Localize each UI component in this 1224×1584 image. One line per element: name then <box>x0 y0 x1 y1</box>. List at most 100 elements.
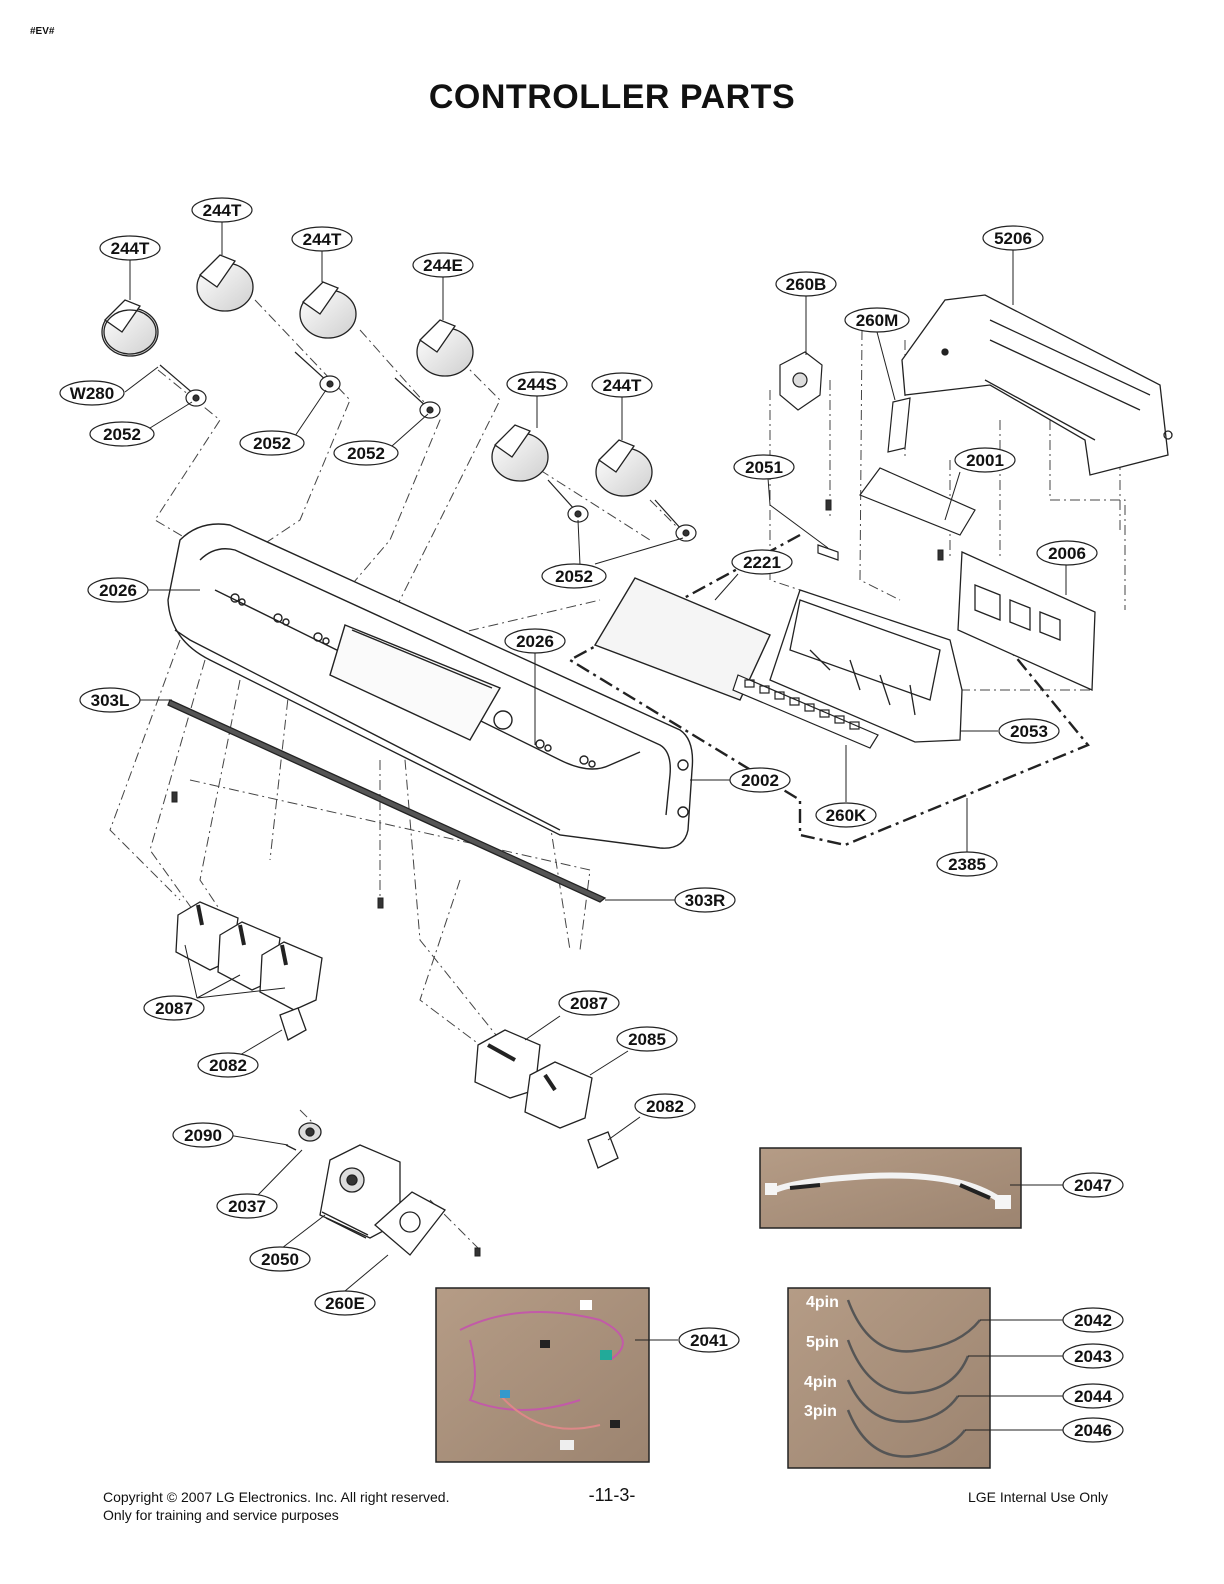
shield-plate <box>859 467 976 536</box>
svg-text:2052: 2052 <box>103 425 141 444</box>
callout-244t-2: 244T <box>99 235 161 261</box>
internal-use-notice: LGE Internal Use Only <box>967 1489 1108 1505</box>
svg-text:2087: 2087 <box>155 999 193 1018</box>
svg-text:2221: 2221 <box>743 553 781 572</box>
callout-2052-2: 2052 <box>239 430 305 456</box>
training-notice: Only for training and service purposes <box>103 1507 339 1523</box>
callout-2082-2: 2082 <box>634 1093 696 1119</box>
callout-2052-1: 2052 <box>89 421 155 447</box>
svg-text:2001: 2001 <box>966 451 1004 470</box>
svg-text:244T: 244T <box>203 201 242 220</box>
harness-photo-2041 <box>435 1287 650 1463</box>
callout-2047: 2047 <box>1062 1172 1124 1198</box>
display-glass <box>593 577 771 701</box>
callout-260k: 260K <box>815 802 877 828</box>
svg-text:2026: 2026 <box>99 581 137 600</box>
svg-text:2046: 2046 <box>1074 1421 1112 1440</box>
page-title: CONTROLLER PARTS <box>428 78 796 116</box>
callout-2050: 2050 <box>249 1246 311 1272</box>
svg-text:244S: 244S <box>517 375 557 394</box>
svg-text:260K: 260K <box>826 806 867 825</box>
svg-text:2082: 2082 <box>209 1056 247 1075</box>
svg-text:2051: 2051 <box>745 458 783 477</box>
callout-w280: W280 <box>59 380 125 406</box>
copyright-text: Copyright © 2007 LG Electronics. Inc. Al… <box>103 1489 450 1505</box>
callout-244t-4: 244T <box>591 372 653 398</box>
footer-copyright-block: Copyright © 2007 LG Electronics. Inc. Al… <box>103 1488 449 1524</box>
callout-2221: 2221 <box>731 549 793 575</box>
pcb-assembly-outline <box>567 533 1090 847</box>
svg-text:2037: 2037 <box>228 1197 266 1216</box>
svg-text:2002: 2002 <box>741 771 779 790</box>
callout-2087-2: 2087 <box>558 990 620 1016</box>
callout-2026-2: 2026 <box>504 628 566 654</box>
callout-2085: 2085 <box>616 1026 678 1052</box>
rotary-switch-icons <box>175 901 619 1169</box>
callout-244s: 244S <box>506 371 568 397</box>
svg-text:303L: 303L <box>91 691 130 710</box>
pin-label-4pin-a: 4pin <box>806 1294 839 1311</box>
callout-2053: 2053 <box>998 718 1060 744</box>
svg-text:W280: W280 <box>70 384 114 403</box>
callout-2082-1: 2082 <box>197 1052 259 1078</box>
callout-labels: 244T 244T 244T 244E 244S 244T W280 2052 … <box>59 197 1124 1443</box>
page-number: -11-3- <box>588 1485 636 1505</box>
callout-2037: 2037 <box>216 1193 278 1219</box>
callout-2385: 2385 <box>936 851 998 877</box>
callout-2026-1: 2026 <box>87 577 149 603</box>
callout-303r: 303R <box>674 887 736 913</box>
callout-260m: 260M <box>844 307 910 333</box>
harness-photo-2047 <box>759 1147 1022 1229</box>
callout-5206: 5206 <box>982 225 1044 251</box>
svg-text:2026: 2026 <box>516 632 554 651</box>
svg-text:244T: 244T <box>111 239 150 258</box>
callout-2052-4: 2052 <box>541 563 607 589</box>
svg-text:2047: 2047 <box>1074 1176 1112 1195</box>
svg-text:260M: 260M <box>856 311 899 330</box>
svg-text:260B: 260B <box>786 275 827 294</box>
harness-photo-set: 4pin 5pin 4pin 3pin <box>787 1287 991 1469</box>
callout-244t-1: 244T <box>191 197 253 223</box>
callout-244t-3: 244T <box>291 226 353 252</box>
svg-text:244E: 244E <box>423 256 463 275</box>
svg-text:2085: 2085 <box>628 1030 666 1049</box>
callout-2001: 2001 <box>954 447 1016 473</box>
svg-text:2053: 2053 <box>1010 722 1048 741</box>
leader-lines <box>124 222 1067 1431</box>
callout-2042: 2042 <box>1062 1307 1124 1333</box>
svg-text:244T: 244T <box>303 230 342 249</box>
svg-text:2087: 2087 <box>570 994 608 1013</box>
callout-2051: 2051 <box>733 454 795 480</box>
rear-bracket <box>901 294 1173 476</box>
svg-text:2041: 2041 <box>690 1331 728 1350</box>
svg-text:2052: 2052 <box>253 434 291 453</box>
main-pcb <box>957 551 1096 691</box>
callout-2046: 2046 <box>1062 1417 1124 1443</box>
callout-2002: 2002 <box>729 767 791 793</box>
document-tag: #EV# <box>30 26 55 37</box>
washer-icons <box>159 351 697 542</box>
svg-text:244T: 244T <box>603 376 642 395</box>
knob-icons <box>101 254 653 497</box>
callout-2006: 2006 <box>1036 540 1098 566</box>
svg-text:5206: 5206 <box>994 229 1032 248</box>
svg-text:2385: 2385 <box>948 855 986 874</box>
callout-2087-1: 2087 <box>143 995 205 1021</box>
svg-text:260E: 260E <box>325 1294 365 1313</box>
callout-260e: 260E <box>314 1290 376 1316</box>
svg-text:2043: 2043 <box>1074 1347 1112 1366</box>
callout-260b: 260B <box>775 271 837 297</box>
callout-2052-3: 2052 <box>333 440 399 466</box>
pin-label-3pin: 3pin <box>804 1403 837 1420</box>
svg-text:2052: 2052 <box>555 567 593 586</box>
svg-text:2050: 2050 <box>261 1250 299 1269</box>
pin-label-5pin: 5pin <box>806 1334 839 1351</box>
display-pcb-case <box>769 589 963 743</box>
callout-2043: 2043 <box>1062 1343 1124 1369</box>
callout-2090: 2090 <box>172 1122 234 1148</box>
screw-icons <box>171 499 944 1257</box>
trim-strip <box>167 699 607 903</box>
switch-bracket <box>779 351 911 453</box>
svg-text:2006: 2006 <box>1048 544 1086 563</box>
